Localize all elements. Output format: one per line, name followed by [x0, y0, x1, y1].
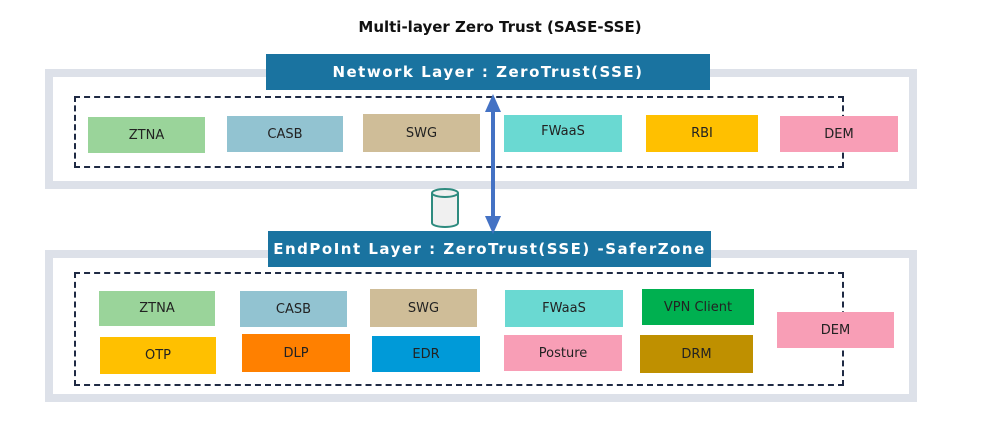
bidirectional-arrow-icon — [485, 94, 501, 234]
endpoint-edr: EDR — [372, 336, 480, 372]
database-icon — [431, 188, 459, 228]
endpoint-fwaas: FWaaS — [505, 290, 623, 327]
diagram-title: Multi-layer Zero Trust (SASE-SSE) — [358, 18, 642, 36]
endpoint-vpn-client: VPN Client — [642, 289, 754, 325]
network-casb: CASB — [227, 116, 343, 152]
endpoint-casb: CASB — [240, 291, 347, 327]
network-ztna: ZTNA — [88, 117, 205, 153]
endpoint-ztna: ZTNA — [99, 291, 215, 326]
endpoint-dlp: DLP — [242, 334, 350, 372]
endpoint-layer-banner: EndPoInt Layer : ZeroTrust(SSE) -SaferZo… — [268, 231, 711, 267]
network-rbi: RBI — [646, 115, 758, 152]
endpoint-swg: SWG — [370, 289, 477, 327]
endpoint-otp: OTP — [100, 337, 216, 374]
endpoint-drm: DRM — [640, 335, 753, 373]
endpoint-posture: Posture — [504, 335, 622, 371]
network-fwaas: FWaaS — [504, 115, 622, 152]
network-swg: SWG — [363, 114, 480, 152]
network-layer-banner: Network Layer : ZeroTrust(SSE) — [266, 54, 710, 90]
network-dem: DEM — [780, 116, 898, 152]
endpoint-dem: DEM — [777, 312, 894, 348]
